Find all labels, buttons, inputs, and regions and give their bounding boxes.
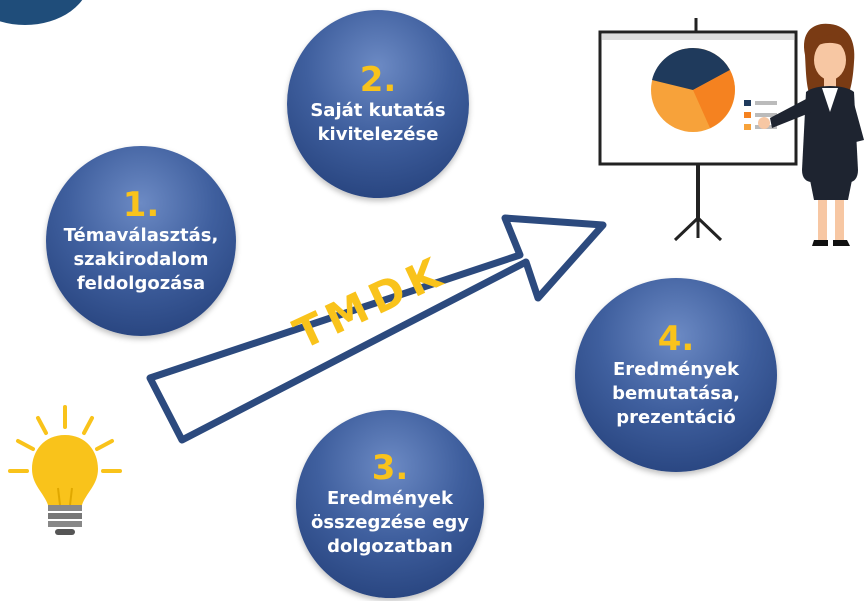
step-number: 4.: [657, 319, 695, 359]
step-label: Eredmények összegzése egy dolgozatban: [310, 488, 470, 557]
step-label: Témaválasztás, szakirodalom feldolgozása: [63, 225, 219, 294]
step-4-circle: 4. Eredmények bemutatása, prezentáció: [575, 278, 777, 472]
presenter-woman-icon: [758, 23, 864, 246]
step-label: Eredmények bemutatása, prezentáció: [612, 359, 740, 428]
progress-arrow-icon: [146, 214, 607, 444]
step-number: 3.: [371, 448, 409, 488]
pie-chart-icon: [651, 47, 735, 132]
step-1-circle: 1. Témaválasztás, szakirodalom feldolgoz…: [46, 146, 236, 336]
step-3-circle: 3. Eredmények összegzése egy dolgozatban: [296, 410, 484, 598]
presentation-board-icon: [598, 18, 798, 242]
step-number: 1.: [122, 185, 160, 225]
light-bulb-icon: [8, 405, 122, 535]
step-number: 2.: [359, 60, 397, 100]
step-label: Saját kutatás kivitelezése: [310, 100, 446, 145]
step-2-circle: 2. Saját kutatás kivitelezése: [287, 10, 469, 198]
